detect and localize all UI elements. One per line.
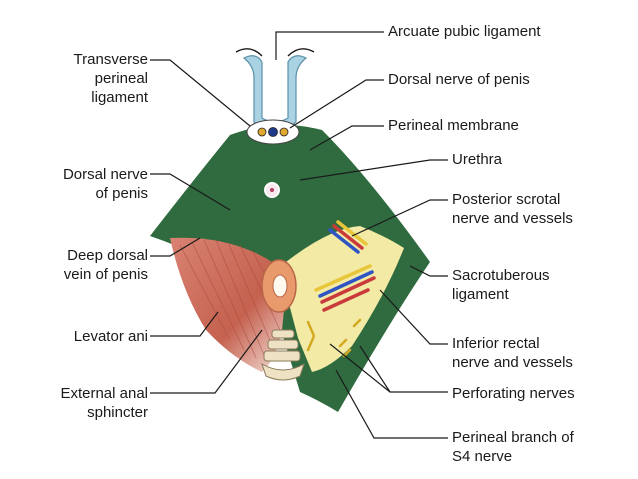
label-perineal-membrane: Perineal membrane	[388, 117, 519, 134]
label-deep-dorsal-vein-of-penis: Deep dorsal vein of penis	[63, 247, 148, 283]
deep-dorsal-vein-dot	[268, 127, 278, 137]
coccyx	[261, 329, 305, 381]
arcuate-arms	[235, 48, 315, 57]
label-perforating-nerves: Perforating nerves	[452, 385, 575, 402]
label-inferior-rectal-nerve-and-vessels: Inferior rectal nerve and vessels	[452, 335, 573, 371]
dorsal-artery-dot	[257, 127, 267, 137]
arcuate-pubic-ligament-shape	[242, 55, 308, 132]
label-dorsal-nerve-of-penis-right: Dorsal nerve of penis	[388, 71, 530, 88]
label-urethra: Urethra	[452, 151, 503, 168]
leader-lines	[150, 31, 448, 439]
posterior-scrotal-vessels	[328, 220, 368, 254]
label-arcuate-pubic-ligament: Arcuate pubic ligament	[388, 23, 541, 40]
inferior-rectal-vessels	[314, 264, 376, 312]
label-perineal-branch-of-s4-nerve: Perineal branch of S4 nerve	[452, 429, 574, 465]
label-transverse-perineal-ligament: Transverse perineal ligament	[73, 51, 148, 106]
label-sacrotuberous-ligament: Sacrotuberous ligament	[452, 267, 550, 303]
label-dorsal-nerve-of-penis-left: Dorsal nerve of penis	[62, 166, 148, 202]
label-levator-ani: Levator ani	[73, 328, 148, 345]
perforating-nerve-marks	[306, 318, 362, 358]
anal-canal	[272, 274, 288, 298]
label-posterior-scrotal-nerve-and-vessels: Posterior scrotal nerve and vessels	[452, 191, 573, 227]
levator-ani-striations	[179, 239, 285, 361]
label-external-anal-sphincter: External anal sphincter	[60, 385, 148, 421]
dorsal-nerve-dot	[279, 127, 289, 137]
